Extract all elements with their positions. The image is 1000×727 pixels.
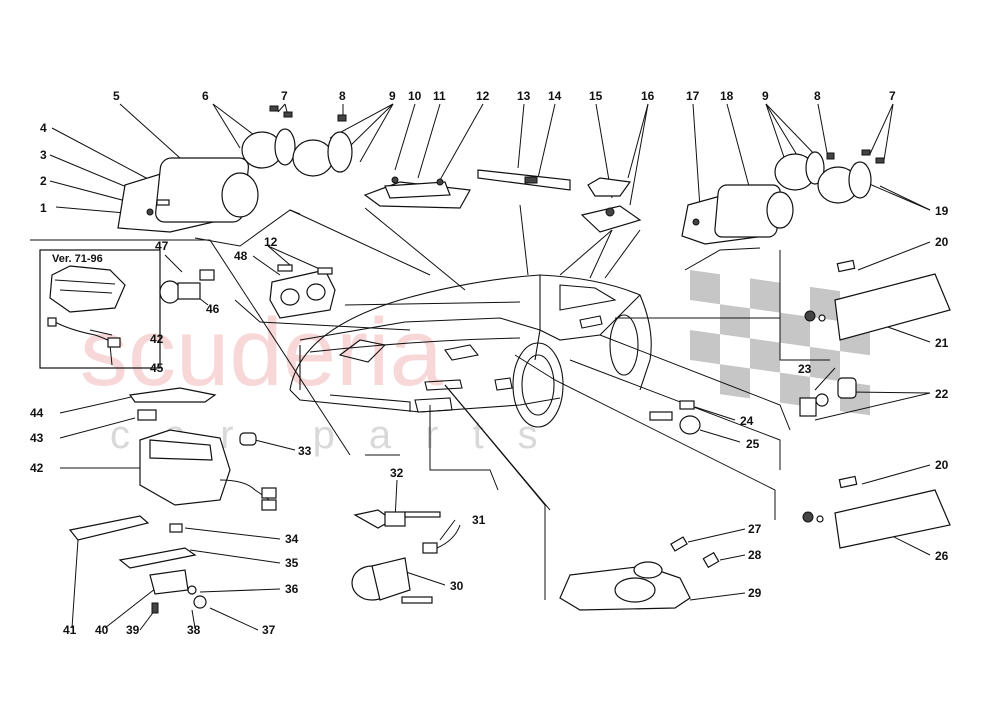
- screw-7a: [269, 105, 279, 112]
- callout-25: 25: [746, 437, 760, 451]
- headlamp-lens-opening: [221, 172, 259, 218]
- callout-6: 6: [202, 89, 209, 103]
- callout-28: 28: [748, 548, 762, 562]
- callout-9-right: 9: [762, 89, 769, 103]
- callout-19: 19: [935, 204, 949, 218]
- fog-lamp: [559, 536, 720, 611]
- headlamp-assembly-left: [117, 105, 353, 233]
- callout-33: 33: [298, 444, 312, 458]
- callout-20-upper: 20: [935, 235, 949, 249]
- callout-8-left: 8: [339, 89, 346, 103]
- callout-37: 37: [262, 623, 276, 637]
- callout-2: 2: [40, 174, 47, 188]
- callout-22: 22: [935, 387, 949, 401]
- callout-labels: 1 2 3 4 5 6 7 8 9 10 11 12 13 14 15 16 1…: [30, 89, 949, 637]
- callout-32: 32: [390, 466, 404, 480]
- callout-7-right: 7: [889, 89, 896, 103]
- headlamp-assembly-right: [681, 149, 885, 245]
- marker-lens-3: [156, 199, 170, 206]
- side-marker-lamp-lower: [802, 475, 951, 549]
- sealed-beam-face-b: [327, 131, 353, 173]
- callout-17: 17: [686, 89, 700, 103]
- reverse-lamp-assembly: [351, 509, 461, 604]
- callout-29: 29: [748, 586, 762, 600]
- callout-34: 34: [285, 532, 299, 546]
- screw-1: [146, 208, 154, 216]
- map-lamp: [580, 177, 642, 233]
- callout-3: 3: [40, 148, 47, 162]
- callout-20-lower: 20: [935, 458, 949, 472]
- screw-7b: [283, 111, 293, 118]
- callout-7-left: 7: [281, 89, 288, 103]
- callout-1: 1: [40, 201, 47, 215]
- callout-21: 21: [935, 336, 949, 350]
- callout-38: 38: [187, 623, 201, 637]
- callout-18: 18: [720, 89, 734, 103]
- sealed-beam-unit-6b: [292, 139, 334, 177]
- pop-up-headlamp-lower: [68, 387, 277, 614]
- callout-27: 27: [748, 522, 762, 536]
- callout-14: 14: [548, 89, 562, 103]
- callout-44: 44: [30, 406, 44, 420]
- callout-36: 36: [285, 582, 299, 596]
- callout-16: 16: [641, 89, 655, 103]
- callout-4: 4: [40, 121, 47, 135]
- car-body-outline: [289, 274, 652, 428]
- callout-8-right: 8: [814, 89, 821, 103]
- callout-11: 11: [433, 89, 446, 103]
- callout-48: 48: [234, 249, 248, 263]
- callout-35: 35: [285, 556, 299, 570]
- callout-45: 45: [150, 361, 164, 375]
- callout-42-inset: 42: [150, 332, 164, 346]
- callout-23: 23: [798, 362, 812, 376]
- watermark-brand: scuderia: [80, 299, 443, 406]
- sealed-beam-face: [274, 128, 296, 166]
- callout-10: 10: [408, 89, 422, 103]
- interior-lamp: [363, 176, 471, 209]
- callout-41: 41: [63, 623, 77, 637]
- checkered-flag-watermark: [690, 270, 870, 416]
- callout-46: 46: [206, 302, 220, 316]
- third-brake-light: [477, 169, 571, 191]
- version-inset-box: Ver. 71-96: [39, 249, 161, 369]
- callout-5: 5: [113, 89, 120, 103]
- callout-24: 24: [740, 414, 754, 428]
- callout-43: 43: [30, 431, 44, 445]
- callout-31: 31: [472, 513, 486, 527]
- callout-30: 30: [450, 579, 464, 593]
- bulb-socket-group: [649, 377, 857, 435]
- callout-12-mid: 12: [264, 235, 278, 249]
- callout-47: 47: [155, 239, 169, 253]
- callout-39: 39: [126, 623, 140, 637]
- callout-42-lower: 42: [30, 461, 44, 475]
- callout-40: 40: [95, 623, 109, 637]
- watermark: scuderia car parts: [80, 270, 870, 457]
- dashboard-indicator-group: [159, 264, 336, 319]
- callout-9-left: 9: [389, 89, 396, 103]
- callout-26: 26: [935, 549, 949, 563]
- side-marker-lamp-upper: [804, 259, 951, 341]
- callout-12-top: 12: [476, 89, 490, 103]
- inset-version-label: Ver. 71-96: [52, 253, 103, 265]
- callout-15: 15: [589, 89, 603, 103]
- nut-8: [337, 114, 347, 122]
- callout-13: 13: [517, 89, 531, 103]
